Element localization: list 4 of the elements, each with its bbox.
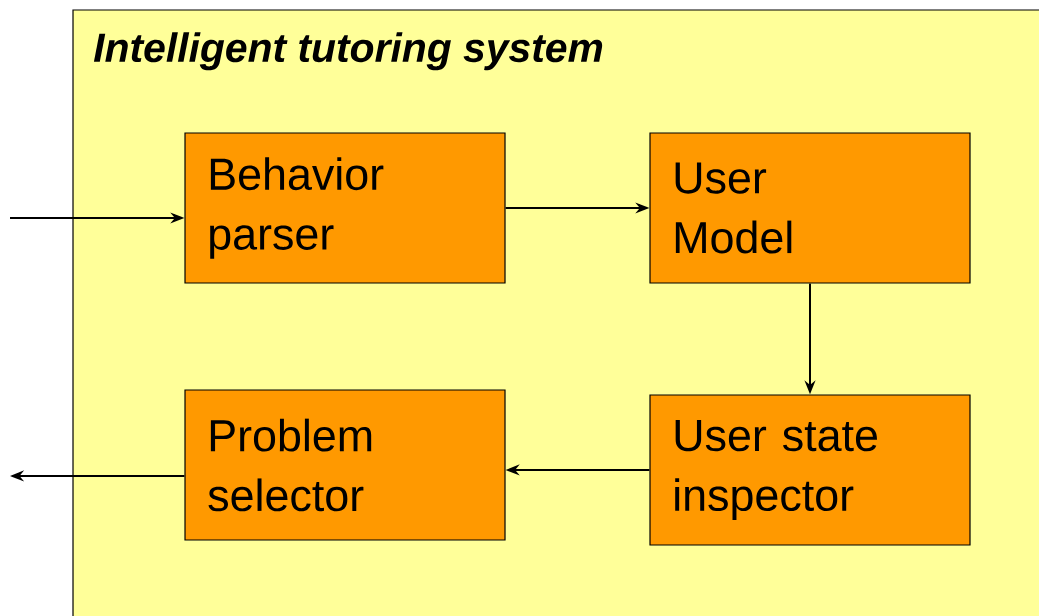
- process-box: User Model: [649, 132, 971, 284]
- process-box: Behavior parser: [184, 132, 506, 284]
- process-box: User state inspector: [649, 394, 971, 546]
- process-box: Problem selector: [184, 389, 506, 541]
